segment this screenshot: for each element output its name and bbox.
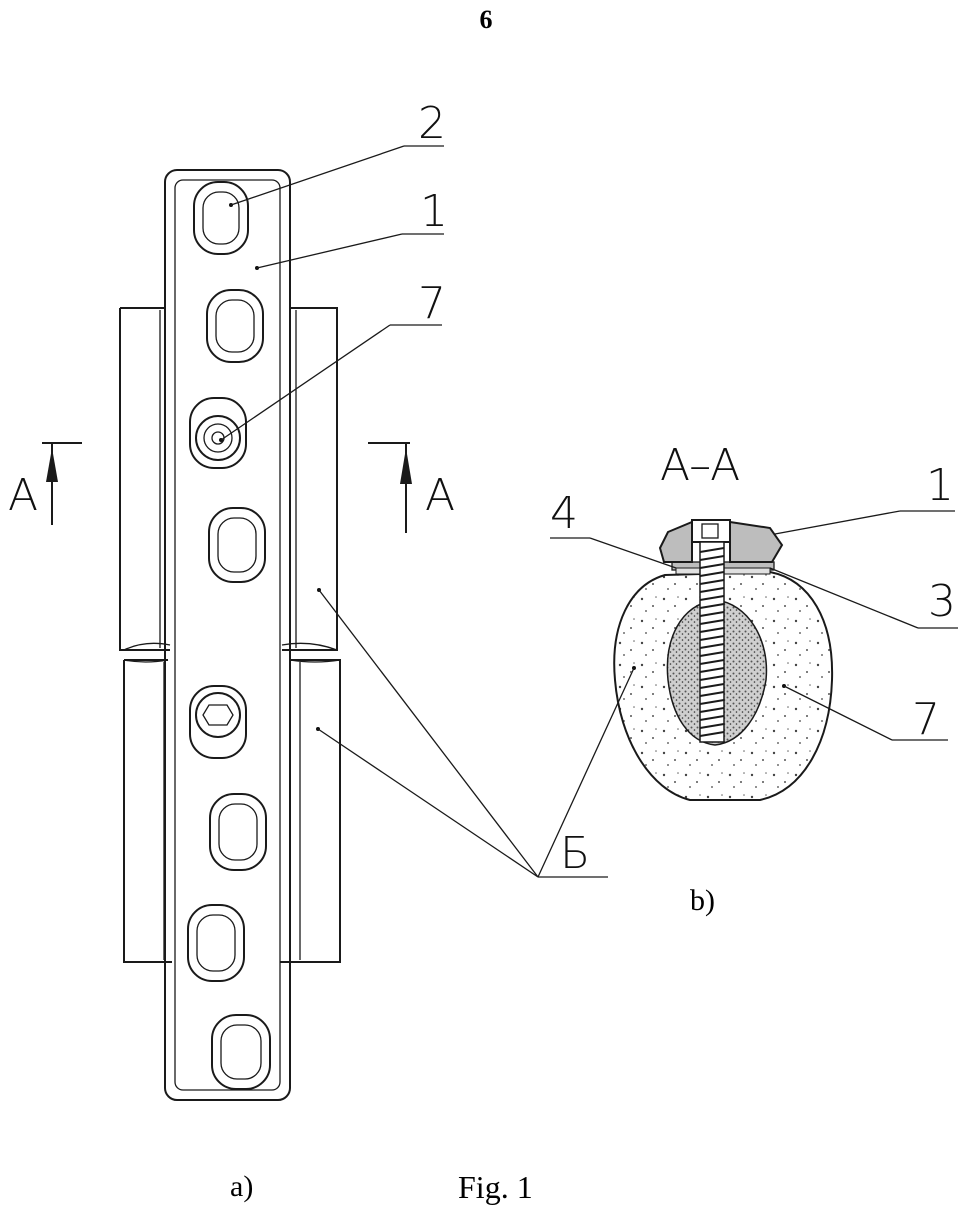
callout-bone: Б — [560, 828, 590, 879]
screw-head-lower — [189, 685, 247, 759]
screw-thread — [699, 659, 725, 665]
screw-thread — [699, 707, 725, 713]
bone-fragment-lower — [123, 642, 341, 963]
leader-lines-section — [550, 510, 958, 741]
section-view: A–A 1 4 — [550, 440, 958, 917]
page-number: 6 — [480, 5, 493, 34]
bone-plate — [164, 169, 291, 1101]
screw-thread — [699, 691, 725, 697]
screw-thread — [699, 619, 725, 625]
callout-layer-3: 3 — [928, 576, 956, 627]
screw-thread — [699, 587, 725, 593]
section-title: A–A — [660, 440, 740, 491]
front-view: A A 2 1 7 — [8, 98, 636, 1203]
screw-thread — [699, 635, 725, 641]
screw-thread — [699, 555, 725, 561]
plate-hole-8 — [211, 1014, 271, 1090]
screw-shaft — [699, 541, 725, 743]
section-marker-left-label: A — [8, 470, 38, 521]
callout-screw: 7 — [418, 278, 446, 329]
screw-thread — [699, 699, 725, 705]
screw-thread — [699, 723, 725, 729]
callout-section-screw: 7 — [912, 694, 940, 745]
screw-thread — [699, 547, 725, 553]
callout-section-plate: 1 — [926, 460, 954, 511]
screw-thread — [699, 675, 725, 681]
screw-thread — [699, 667, 725, 673]
section-marker-left: A — [8, 442, 82, 525]
screw-thread — [699, 563, 725, 569]
section-marker-right: A — [368, 442, 455, 533]
plate-hole-2 — [206, 289, 264, 363]
screw-thread — [699, 651, 725, 657]
screw-thread — [699, 731, 725, 737]
figure-caption: Fig. 1 — [458, 1169, 533, 1205]
screw-thread — [699, 683, 725, 689]
screw-thread — [699, 603, 725, 609]
screw-thread — [699, 715, 725, 721]
plate-cross-section — [658, 519, 784, 563]
screw-thread — [699, 595, 725, 601]
callout-layer-4: 4 — [550, 488, 578, 539]
screw-thread — [699, 627, 725, 633]
section-marker-right-label: A — [425, 470, 455, 521]
screw-thread — [699, 571, 725, 577]
callout-plate: 1 — [420, 186, 448, 237]
subfigure-b-label: b) — [690, 884, 715, 917]
leader-lines-front — [219, 145, 636, 878]
screw-head-upper — [189, 397, 247, 469]
screw-thread — [699, 643, 725, 649]
plate-hole-4 — [208, 507, 266, 583]
plate-hole-6 — [209, 793, 267, 871]
plate-hole-7 — [187, 904, 245, 982]
plate-hole-1 — [193, 181, 249, 255]
screw-thread — [699, 579, 725, 585]
bone-fragment-upper — [119, 307, 338, 651]
screw-thread — [699, 611, 725, 617]
callout-hole: 2 — [418, 98, 446, 149]
subfigure-a-label: a) — [230, 1170, 253, 1203]
